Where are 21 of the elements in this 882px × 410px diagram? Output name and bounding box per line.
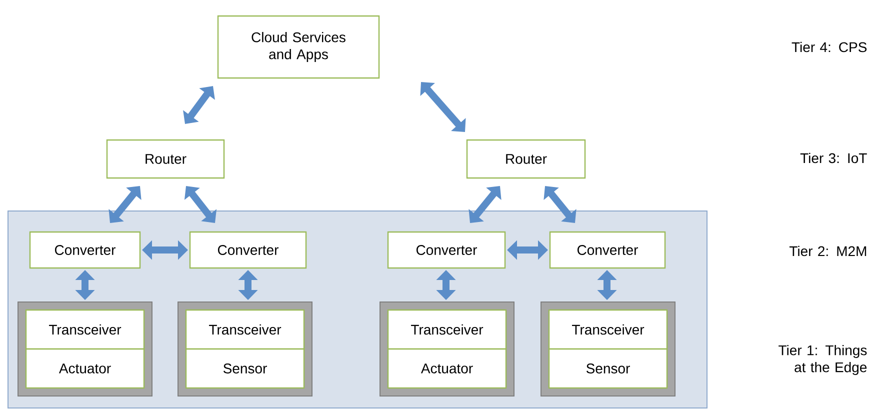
process-box: Converter bbox=[387, 231, 506, 269]
double-arrow bbox=[420, 82, 466, 132]
double-arrow bbox=[183, 86, 215, 124]
process-box: Converter bbox=[29, 231, 141, 269]
device-unit: Transceiver Sensor bbox=[178, 302, 312, 396]
tier-label: Tier 4: CPS bbox=[792, 42, 867, 52]
double-arrow bbox=[184, 186, 217, 223]
tier-label: Tier 2: M2M bbox=[789, 246, 866, 256]
process-box: Cloud Services and Apps bbox=[217, 15, 380, 79]
tier-label: Tier 3: IoT bbox=[800, 152, 867, 164]
tier-label: Tier 1: Things at the Edge bbox=[778, 344, 867, 376]
process-box: Router bbox=[106, 139, 225, 179]
device-unit: Transceiver Actuator bbox=[380, 302, 514, 396]
double-arrow bbox=[544, 186, 576, 223]
process-box: Converter bbox=[189, 231, 307, 269]
double-arrow bbox=[108, 186, 142, 223]
process-box: Converter bbox=[549, 231, 666, 269]
process-box: Router bbox=[466, 139, 586, 179]
double-arrow bbox=[468, 186, 502, 223]
device-unit: Transceiver Actuator bbox=[18, 302, 152, 396]
device-unit: Transceiver Sensor bbox=[540, 302, 676, 396]
